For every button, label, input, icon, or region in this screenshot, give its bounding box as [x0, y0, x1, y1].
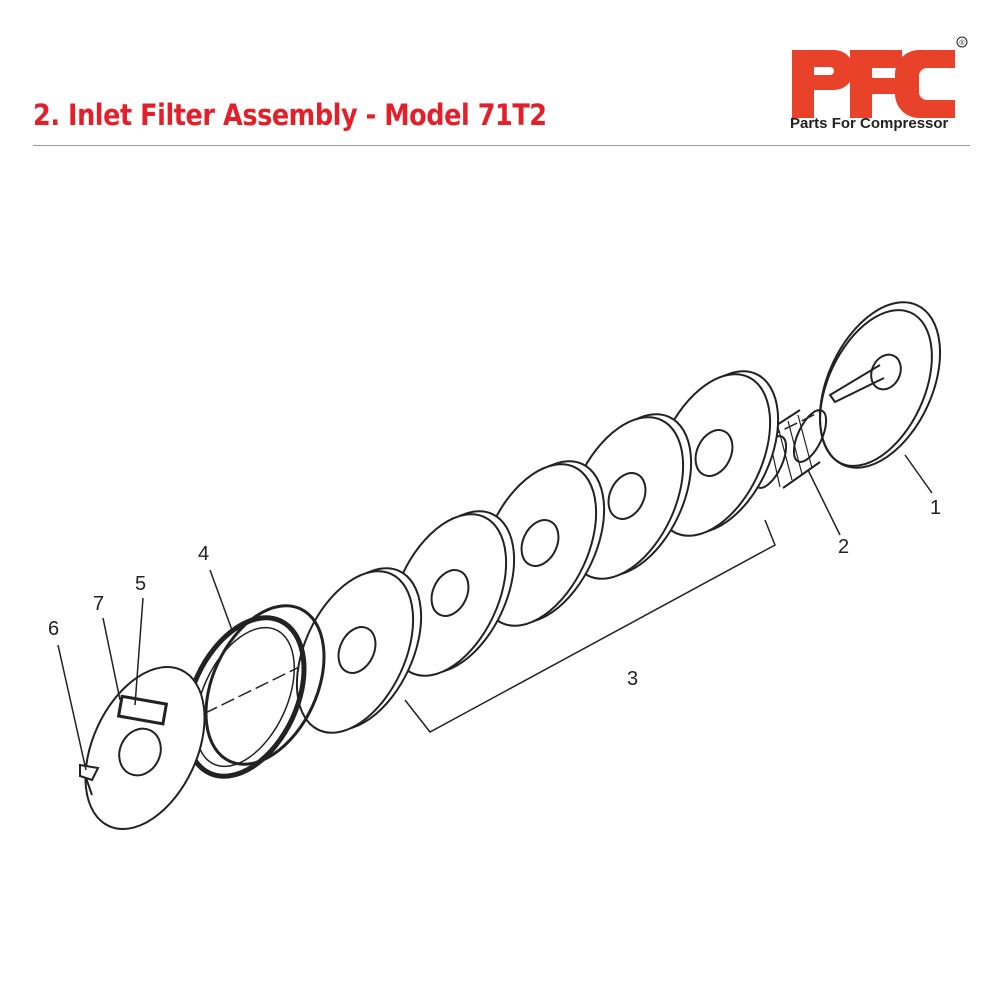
callout-5: 5 [135, 573, 146, 595]
part-7-label-plate [116, 694, 169, 726]
svg-text:®: ® [959, 39, 965, 47]
filter-disc [295, 567, 423, 734]
callout-4: 4 [198, 543, 209, 565]
callout-6: 6 [48, 618, 59, 640]
pfc-logo: ® [792, 36, 968, 118]
leader-lines [57, 454, 933, 771]
divider [33, 145, 970, 146]
filter-disc [388, 510, 516, 677]
callout-7: 7 [93, 593, 104, 615]
part-4-ring [183, 604, 326, 779]
page-title: 2. Inlet Filter Assembly - Model 71T2 [33, 98, 547, 132]
callout-3: 3 [627, 668, 638, 690]
bracket-3 [404, 519, 776, 733]
part-3-filter-discs [295, 370, 780, 734]
part-6-wing-nut [79, 763, 100, 796]
part-1-end-plate [818, 301, 942, 469]
logo-tagline: Parts For Compressor [790, 115, 949, 132]
callout-2: 2 [838, 536, 849, 558]
callout-1: 1 [930, 497, 941, 519]
part-5-cover [84, 666, 206, 830]
